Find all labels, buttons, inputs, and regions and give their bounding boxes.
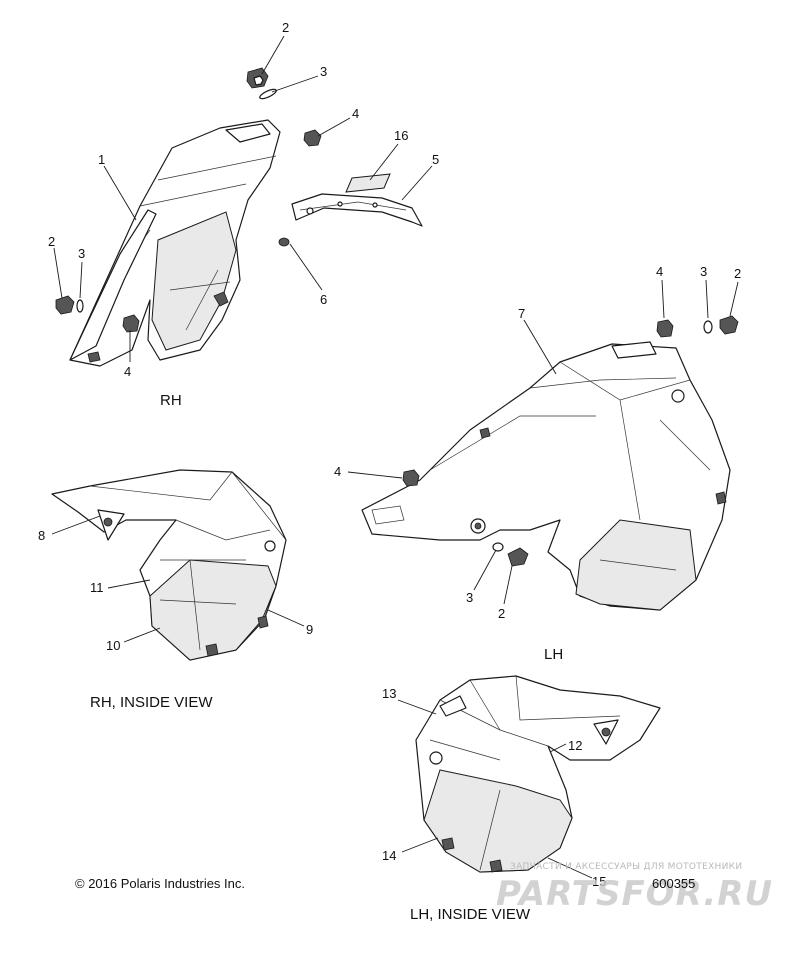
rh-inside-view-assembly xyxy=(51,469,287,661)
callout-3-rh: 3 xyxy=(78,246,85,261)
callout-7: 7 xyxy=(518,306,525,321)
nut-rh xyxy=(122,314,140,333)
lh-inside-view-assembly xyxy=(415,675,661,873)
push-rivet-lh-bottom xyxy=(507,547,529,567)
watermark-site: PARTSFOR.RU xyxy=(496,874,774,914)
callout-2-rh: 2 xyxy=(48,234,55,249)
callout-4-lh-side: 4 xyxy=(334,464,341,479)
callout-10: 10 xyxy=(106,638,120,653)
callout-4-rh: 4 xyxy=(124,364,131,379)
callout-13: 13 xyxy=(382,686,396,701)
watermark-tagline: ЗАПЧАСТИ И АКСЕССУАРЫ ДЛЯ МОТОТЕХНИКИ xyxy=(510,862,743,872)
callout-1: 1 xyxy=(98,152,105,167)
callout-11: 11 xyxy=(90,580,104,595)
callout-3-lh-bottom: 3 xyxy=(466,590,473,605)
callout-2-top: 2 xyxy=(282,20,289,35)
washer-lh-bottom xyxy=(492,542,504,552)
callout-8: 8 xyxy=(38,528,45,543)
washer-top xyxy=(259,88,277,100)
push-rivet-rh xyxy=(55,295,75,315)
callout-2-lh-bottom: 2 xyxy=(498,606,505,621)
nut-lh-top xyxy=(656,319,674,338)
callout-3-top: 3 xyxy=(320,64,327,79)
callout-numbers: 2 3 4 16 5 1 2 3 6 4 4 3 2 7 4 3 2 8 11 … xyxy=(38,20,741,889)
washer-rh xyxy=(76,299,84,313)
decal xyxy=(345,173,391,193)
washer-lh-top xyxy=(703,320,713,334)
callout-15: 15 xyxy=(592,874,606,889)
view-label-rh: RH xyxy=(160,392,182,409)
view-label-rh-inside: RH, INSIDE VIEW xyxy=(90,694,213,711)
view-label-lh-inside: LH, INSIDE VIEW xyxy=(410,906,531,923)
rh-fender xyxy=(69,119,281,367)
callout-2-lh-top: 2 xyxy=(734,266,741,281)
diagram-number: 600355 xyxy=(652,876,696,891)
nut-top xyxy=(303,129,322,147)
lh-fender xyxy=(361,341,731,611)
callout-6: 6 xyxy=(320,292,327,307)
leader-lines xyxy=(51,35,739,879)
callout-4-lh-top: 4 xyxy=(656,264,663,279)
push-rivet-lh-top xyxy=(719,315,739,335)
copyright-notice: © 2016 Polaris Industries Inc. xyxy=(75,876,245,891)
callout-4-top: 4 xyxy=(352,106,359,121)
callout-12: 12 xyxy=(568,738,582,753)
nut-lh-side xyxy=(402,469,420,487)
trim-strip xyxy=(291,193,423,227)
push-rivet-top xyxy=(246,67,269,89)
view-label-lh: LH xyxy=(544,646,564,663)
callout-16: 16 xyxy=(394,128,408,143)
callout-3-lh-top: 3 xyxy=(700,264,707,279)
callout-14: 14 xyxy=(382,848,396,863)
callout-9: 9 xyxy=(306,622,313,637)
trim-clip xyxy=(278,237,290,247)
callout-5: 5 xyxy=(432,152,439,167)
